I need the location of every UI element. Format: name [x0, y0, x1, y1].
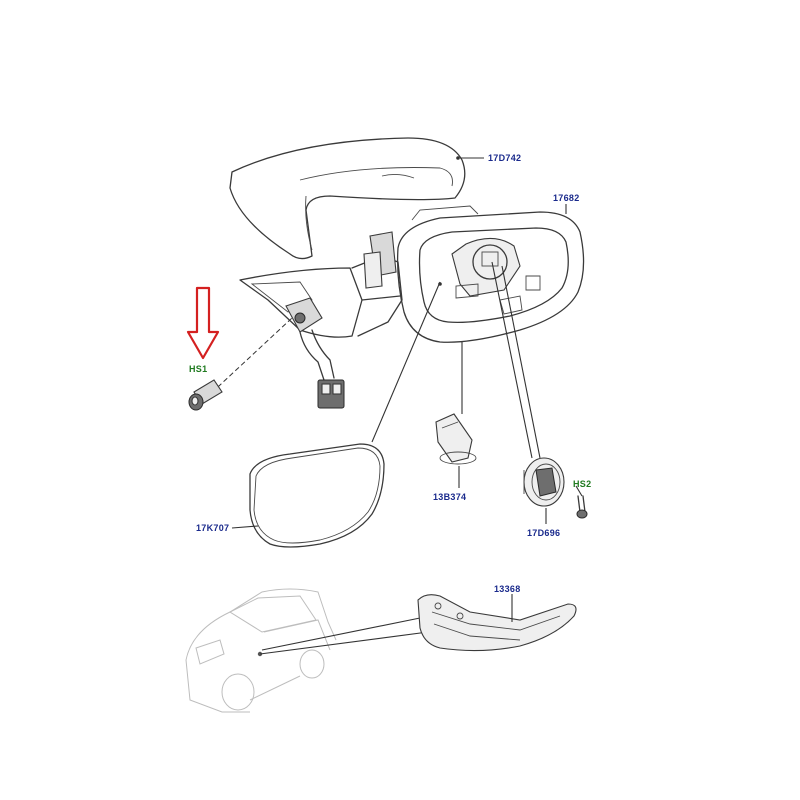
glass-leader [231, 525, 259, 529]
label-13368: 13368 [494, 584, 521, 594]
clip-part [435, 342, 477, 465]
screw-leader [575, 485, 583, 497]
indicator-lamp [417, 594, 577, 652]
label-17682: 17682 [553, 193, 580, 203]
mirror-cover-cap [229, 137, 466, 260]
label-17D696: 17D696 [527, 528, 561, 538]
red-down-arrow [186, 286, 220, 360]
mirror-glass [249, 281, 442, 548]
mirror-housing [396, 205, 585, 343]
screw-hs2 [576, 495, 588, 519]
label-HS2: HS2 [573, 479, 592, 489]
mirror-base-arm [239, 231, 403, 409]
label-17K707: 17K707 [196, 523, 230, 533]
label-17D742: 17D742 [488, 153, 522, 163]
bolt-hs1 [188, 317, 293, 411]
mirror-motor [491, 261, 565, 507]
label-HS1: HS1 [189, 364, 208, 374]
vehicle-outline [185, 588, 429, 713]
label-13B374: 13B374 [433, 492, 467, 502]
